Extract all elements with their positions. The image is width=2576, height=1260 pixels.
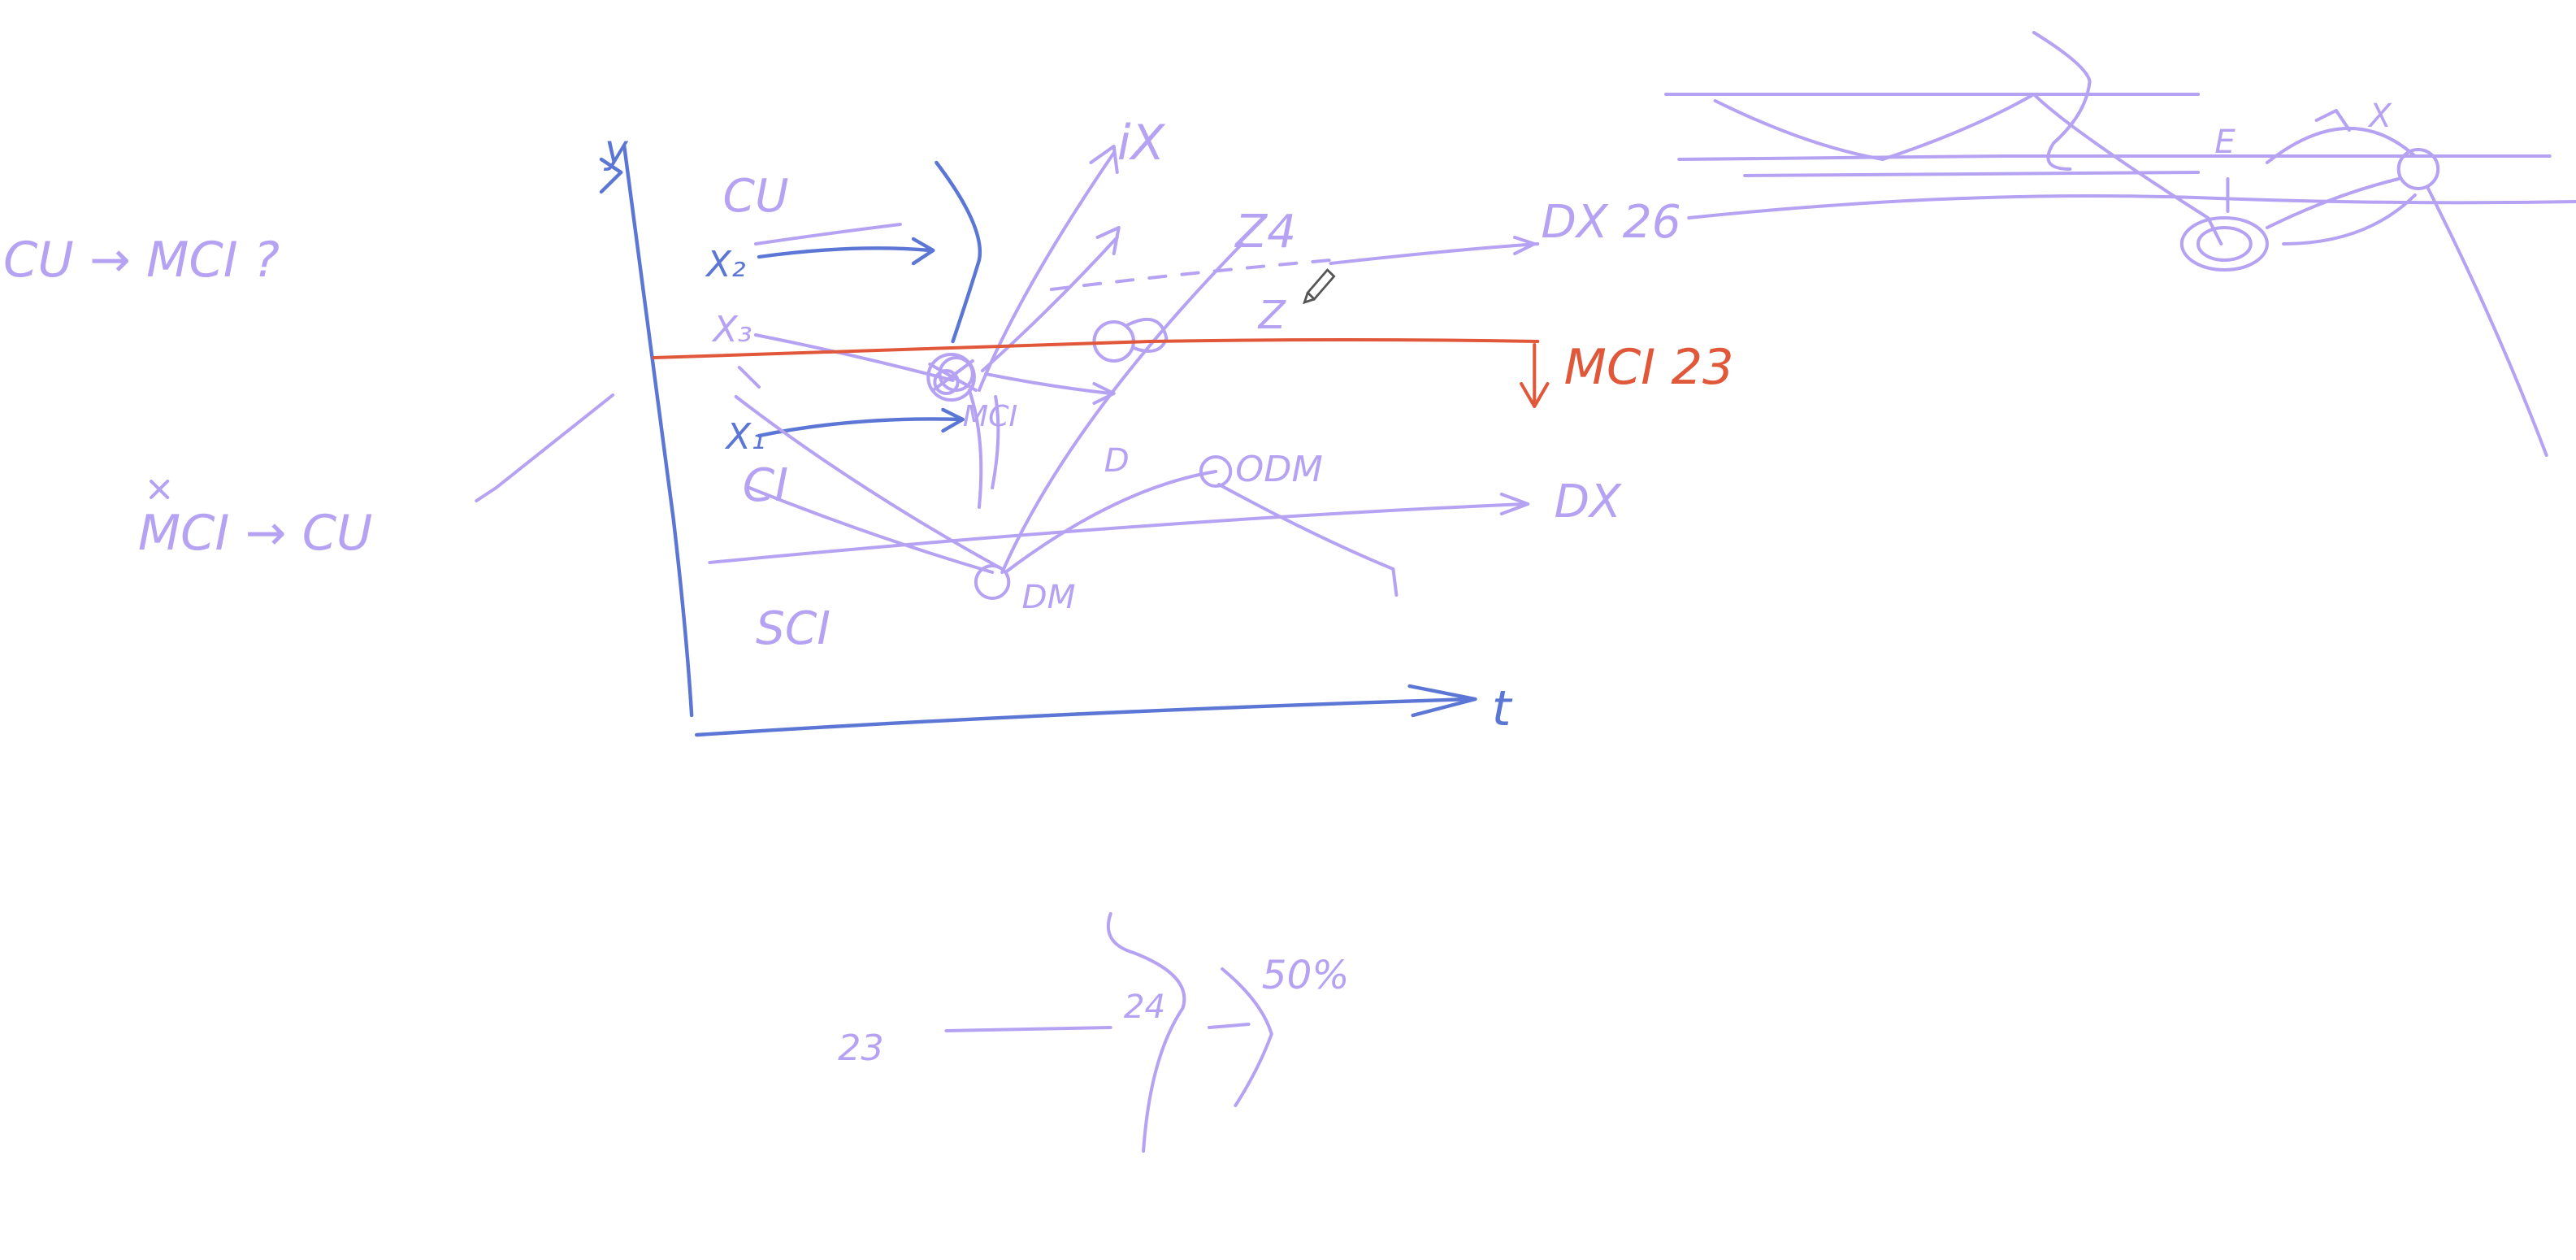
t-axis-arrow [1407,684,1477,718]
check-mark [475,393,615,502]
bottom-curve-left [1106,912,1186,1153]
ix-arrow-head [1089,145,1119,174]
x2-arrow-head [911,237,935,266]
pencil-icon [1302,267,1336,305]
top-right-diagram [1663,31,2576,457]
bottom-curve-right [1221,967,1273,1107]
down-curve-right [991,395,1000,489]
bottom-label-23: 23 [838,1028,884,1069]
blue-vertical-curve [935,160,982,344]
region-sci: SCI [756,602,830,655]
note-mci-to-cu: MCI → CU [138,505,373,562]
odm-down-line [1217,483,1399,597]
line-to-dx [708,502,1527,564]
top-right-e-label: E [2214,124,2236,161]
dm-to-odm [1004,470,1218,574]
dm-to-z4-line [1000,242,1244,574]
dashed-to-z4 [1049,259,1333,291]
point-odm-label: ODM [1235,449,1323,490]
dx-arrow-head [1499,493,1530,515]
ci-diagonal [734,395,1004,571]
x1-arrow [757,417,965,438]
line-right-head [1092,382,1116,405]
mci-threshold-line [652,338,1540,359]
point-x3-label: X₃ [711,309,752,350]
y-axis [622,144,694,718]
line-right [983,372,1112,395]
bottom-label-50pct: 50% [1262,953,1350,998]
odm-circle [1199,455,1233,488]
y-axis-arrow [599,157,623,194]
region-cu: CU [723,170,789,223]
bottom-line-right [1207,1023,1251,1029]
t-axis [694,697,1474,737]
line-up-right [980,236,1119,372]
y-axis-label: y [603,127,629,172]
ci-to-dm [747,486,995,574]
x3-line [753,333,955,382]
x2-arrow [757,246,932,259]
line-to-dx26 [1329,242,1540,265]
point-z4-label: Z4 [1234,206,1296,259]
point-ix-label: iX [1117,115,1166,172]
point-mci-label: MCI [963,398,1018,433]
point-z-label: Z [1257,293,1286,338]
label-mci23: MCI 23 [1564,339,1734,396]
label-dx26: DX 26 [1541,196,1680,249]
region-ci: CI [743,459,788,512]
cu-underline [753,223,902,245]
point-d-label: D [1104,442,1130,480]
x3-tick [737,366,761,389]
x-mark-over-mci [149,480,170,499]
x1-arrow-head [941,407,965,433]
line-up-right-head [1095,226,1121,255]
t-axis-label: t [1492,680,1513,737]
note-cu-to-mci: CU → MCI ? [3,232,280,289]
dx26-arrow-head [1512,236,1537,255]
mci-threshold-down-arrow [1520,343,1550,408]
top-right-x-label: X [2367,98,2392,135]
bottom-label-24: 24 [1124,988,1165,1026]
dm-circle [974,564,1011,600]
mci-cluster [926,353,978,402]
down-curve-left [967,389,983,509]
point-dm-label: DM [1021,579,1075,616]
label-dx: DX [1555,476,1623,528]
bottom-line-23-24 [944,1026,1112,1032]
point-x2-label: X₂ [705,244,746,285]
